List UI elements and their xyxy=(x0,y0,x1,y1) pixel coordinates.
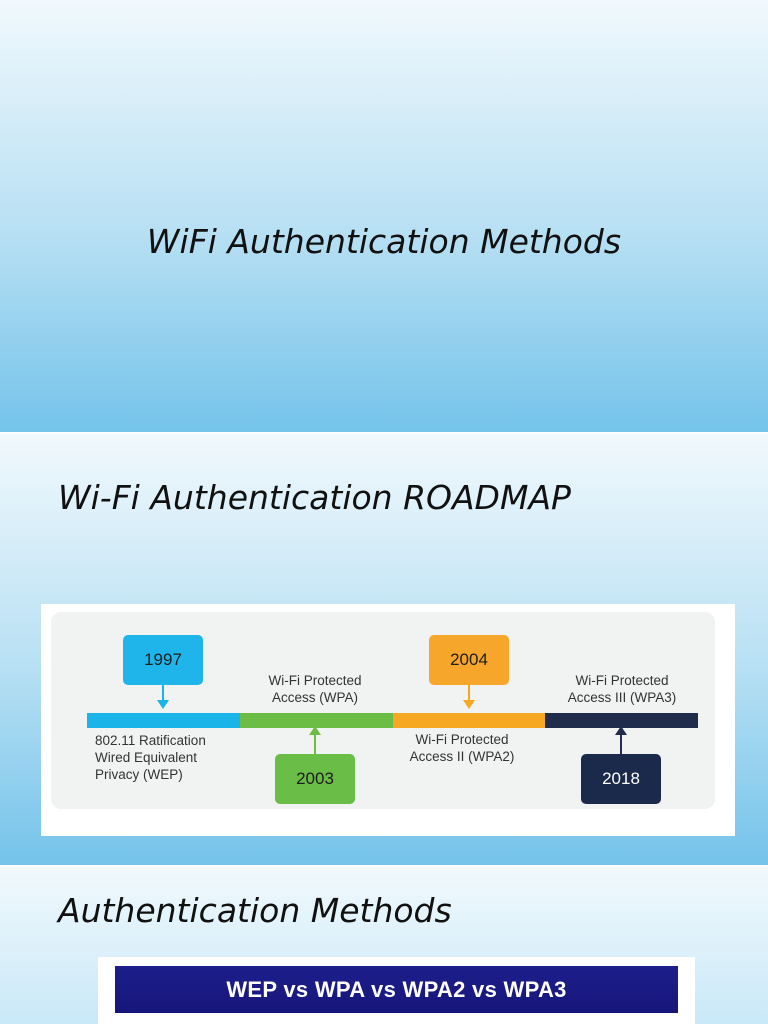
milestone-label-wpa: Wi-Fi Protected Access (WPA) xyxy=(268,673,362,705)
year-box-2018: 2018 xyxy=(581,754,661,804)
arrow-down-icon xyxy=(468,685,470,702)
roadmap-slide: Wi-Fi Authentication ROADMAP 1997 802.11… xyxy=(0,434,768,865)
timeline-segment-wpa3 xyxy=(545,713,698,728)
year-box-1997: 1997 xyxy=(123,635,203,685)
methods-slide: Authentication Methods WEP vs WPA vs WPA… xyxy=(0,867,768,1024)
title-slide: WiFi Authentication Methods xyxy=(0,0,768,432)
arrow-up-icon xyxy=(309,726,321,735)
arrow-head-icon xyxy=(157,700,169,709)
arrow-stem xyxy=(314,734,316,754)
slide-title: Wi-Fi Authentication ROADMAP xyxy=(58,478,571,517)
timeline-bar xyxy=(87,713,698,728)
roadmap-panel: 1997 802.11 Ratification Wired Equivalen… xyxy=(51,612,715,809)
milestone-label-wpa2: Wi-Fi Protected Access II (WPA2) xyxy=(409,732,515,764)
comparison-banner: WEP vs WPA vs WPA2 vs WPA3 xyxy=(115,966,678,1013)
arrow-down-icon xyxy=(162,685,164,702)
arrow-up-icon xyxy=(615,726,627,735)
roadmap-figure: 1997 802.11 Ratification Wired Equivalen… xyxy=(41,604,735,836)
arrow-stem xyxy=(620,734,622,754)
milestone-label-wpa3: Wi-Fi Protected Access III (WPA3) xyxy=(567,673,677,705)
year-box-2003: 2003 xyxy=(275,754,355,804)
year-box-2004: 2004 xyxy=(429,635,509,685)
slide-title: WiFi Authentication Methods xyxy=(146,222,622,261)
milestone-label-wep: 802.11 Ratification Wired Equivalent Pri… xyxy=(95,733,206,782)
arrow-head-icon xyxy=(463,700,475,709)
timeline-segment-wpa2 xyxy=(392,713,546,728)
slide-title: Authentication Methods xyxy=(58,891,452,930)
timeline-segment-wep xyxy=(87,713,240,728)
timeline-segment-wpa xyxy=(239,713,393,728)
comparison-image: WEP vs WPA vs WPA2 vs WPA3 xyxy=(98,957,695,1024)
